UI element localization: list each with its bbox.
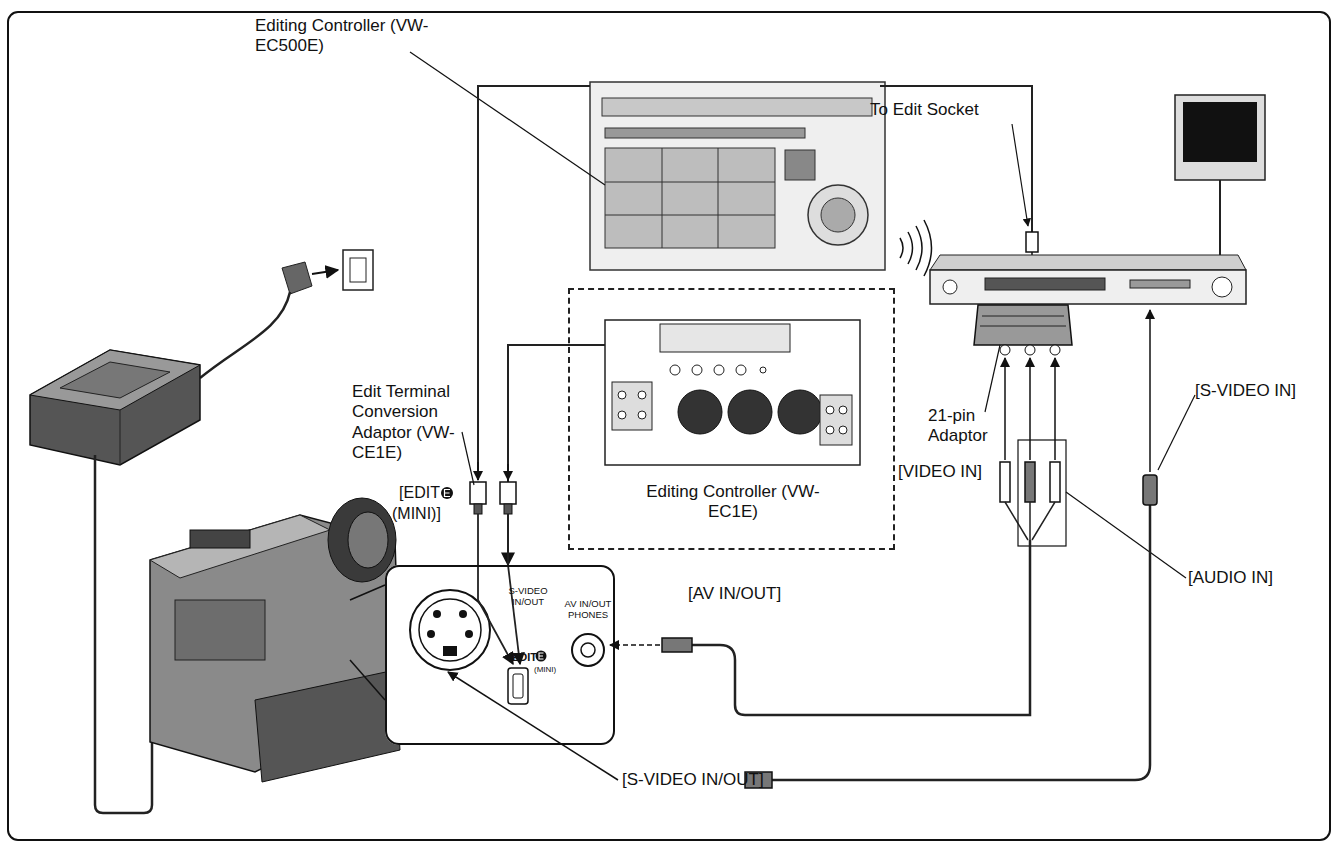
callout-label: [AUDIO IN]	[1188, 568, 1318, 588]
leader-line	[448, 672, 618, 780]
edit-plug	[1026, 232, 1038, 252]
camcorder	[150, 498, 400, 782]
callout-label: To Edit Socket	[870, 100, 1040, 120]
wall-socket	[200, 250, 373, 378]
s-video-jack	[410, 590, 490, 670]
callout-label: Editing Controller (VW-EC500E)	[255, 16, 430, 57]
av-cable	[692, 540, 1030, 715]
s-video-plug	[1143, 475, 1157, 505]
rca-plugs	[1000, 358, 1186, 578]
callout-label: [VIDEO IN]	[898, 462, 998, 482]
outer-frame	[8, 12, 1330, 840]
editing-controller-ec500e	[590, 82, 885, 270]
edit-cable	[478, 86, 590, 480]
callout-label: Edit Terminal Conversion Adaptor (VW-CE1…	[352, 382, 477, 464]
node-text: EDIT	[477, 651, 537, 664]
leader-line	[1158, 395, 1195, 470]
callout-label: [S-VIDEO IN]	[1195, 381, 1325, 401]
wireless-symbol	[900, 220, 932, 276]
callout-label: [EDIT	[370, 483, 440, 502]
leader-line	[985, 345, 1000, 412]
callout-label: [S-VIDEO IN/OUT]	[622, 770, 792, 790]
editing-controller-ec1e	[568, 320, 860, 465]
s-video-cable	[772, 505, 1150, 780]
arrow	[610, 644, 660, 646]
video-recorder	[930, 255, 1246, 304]
jack-inset: S-VIDEO IN/OUT AV IN/OUT PHONES EDIT(MINI)	[385, 565, 615, 745]
node-text: S-VIDEO IN/OUT	[505, 585, 551, 608]
television	[1175, 95, 1265, 255]
edit-cable	[508, 345, 568, 565]
callout-label: [AV IN/OUT]	[688, 584, 818, 604]
callout-label: (MINI)]	[392, 504, 472, 523]
node-text: AV IN/OUT PHONES	[561, 598, 615, 621]
av-plug	[662, 638, 692, 652]
leader-line	[1012, 124, 1028, 226]
arrow	[1149, 310, 1151, 472]
callout-label: 21-pin Adaptor	[928, 406, 992, 447]
node-text: (MINI)	[534, 665, 574, 675]
scart-adaptor	[974, 305, 1072, 355]
dashed-group-box: Editing Controller (VW-EC1E)	[568, 288, 895, 550]
inset-ground	[385, 565, 615, 745]
node-text: Editing Controller (VW-EC1E)	[633, 482, 833, 523]
leader-line	[410, 52, 605, 185]
av-jack	[572, 634, 604, 666]
conversion-adaptor	[441, 432, 520, 664]
